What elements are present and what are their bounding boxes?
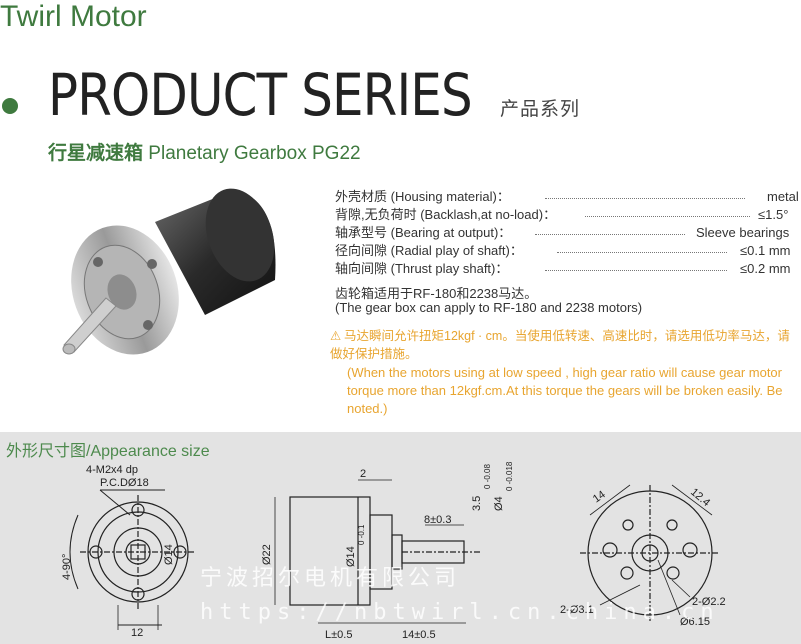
front-view bbox=[69, 489, 196, 630]
bullet-dot bbox=[2, 98, 18, 114]
side-boss-dia: Ø14 bbox=[345, 546, 357, 567]
side-shaft-dia: Ø4 bbox=[493, 496, 505, 511]
spec-value: metal bbox=[767, 189, 799, 204]
spec-label: 轴承型号 (Bearing at output)： bbox=[335, 225, 512, 240]
subtitle-cn: 行星减速箱 bbox=[48, 143, 144, 164]
spec-label: 轴向间隙 (Thrust play shaft)： bbox=[335, 261, 509, 276]
side-out: 14±0.5 bbox=[402, 629, 436, 641]
appearance-drawing: 4-M2x4 dp P.C.DØ18 4-90° Ø14 12 2 8±0.3 … bbox=[61, 461, 726, 641]
front-pcd: P.C.DØ18 bbox=[100, 477, 149, 489]
spec-value: ≤0.1 mm bbox=[740, 243, 791, 258]
side-shaft-len: 8±0.3 bbox=[424, 514, 451, 526]
product-subtitle: 行星减速箱 Planetary Gearbox PG22 bbox=[48, 138, 361, 165]
spec-value: ≤0.2 mm bbox=[740, 261, 791, 276]
warning-icon: ⚠ bbox=[330, 329, 342, 343]
spec-label: 径向间隙 (Radial play of shaft)： bbox=[335, 243, 523, 258]
side-body-dia: Ø22 bbox=[261, 544, 273, 565]
back-d1: 14 bbox=[591, 489, 608, 506]
side-view bbox=[274, 479, 480, 624]
brand-title: Twirl Motor bbox=[0, 0, 147, 33]
warning-cn: ⚠马达瞬间允许扭矩12kgf · cm。当使用低转速、高速比时，请选用低功率马达… bbox=[330, 327, 795, 363]
watermark-cn: 宁波招尔电机有限公司 bbox=[200, 565, 461, 590]
warning-cn-text: 马达瞬间允许扭矩12kgf · cm。当使用低转速、高速比时，请选用低功率马达，… bbox=[330, 329, 790, 361]
series-title-cn: 产品系列 bbox=[500, 99, 581, 120]
series-title: PRODUCT SERIES bbox=[48, 61, 473, 129]
front-angle: 4-90° bbox=[61, 554, 73, 580]
front-width: 12 bbox=[131, 627, 143, 639]
side-hub-tol: 0 -0.08 bbox=[483, 464, 492, 489]
front-thread: 4-M2x4 dp bbox=[86, 464, 138, 476]
warning-en: (When the motors using at low speed , hi… bbox=[347, 365, 783, 416]
side-hub: 3.5 bbox=[471, 496, 483, 511]
drawing-section bbox=[0, 432, 801, 644]
spec-value: Sleeve bearings bbox=[696, 225, 790, 240]
spec-row: 外壳材质 (Housing material)： metal bbox=[335, 188, 800, 206]
spec-row: 径向间隙 (Radial play of shaft)： ≤0.1 mm bbox=[335, 242, 800, 260]
section-title: 外形尺寸图/Appearance size bbox=[6, 443, 210, 460]
compat-note-en: (The gear box can apply to RF-180 and 22… bbox=[335, 300, 643, 315]
spec-row: 轴向间隙 (Thrust play shaft)： ≤0.2 mm bbox=[335, 260, 800, 278]
compat-note-cn: 齿轮箱适用于RF-180和2238马达。 bbox=[335, 286, 538, 301]
side-shaft-tol: 0 -0.018 bbox=[505, 461, 514, 491]
side-top: 2 bbox=[360, 468, 366, 480]
back-view bbox=[580, 484, 720, 621]
side-boss-tol: 0 -0.1 bbox=[357, 524, 366, 545]
spec-row: 轴承型号 (Bearing at output)： Sleeve bearing… bbox=[335, 224, 800, 242]
front-dia: Ø14 bbox=[163, 544, 175, 565]
back-center: Ø6.15 bbox=[680, 616, 710, 628]
gearbox-photo bbox=[62, 188, 276, 355]
watermark-url: https://nbtwirl.cn.china.cn bbox=[200, 600, 720, 625]
spec-label: 外壳材质 (Housing material)： bbox=[335, 189, 510, 204]
back-holes1: 2-Ø3.1 bbox=[560, 604, 594, 616]
spec-row: 背隙,无负荷时 (Backlash,at no-load)： ≤1.5° bbox=[335, 206, 800, 224]
subtitle-en: Planetary Gearbox PG22 bbox=[148, 143, 361, 164]
back-holes2: 2-Ø2.2 bbox=[692, 596, 726, 608]
spec-label: 背隙,无负荷时 (Backlash,at no-load)： bbox=[335, 207, 557, 222]
side-L: L±0.5 bbox=[325, 629, 352, 641]
spec-value: ≤1.5° bbox=[758, 207, 789, 222]
